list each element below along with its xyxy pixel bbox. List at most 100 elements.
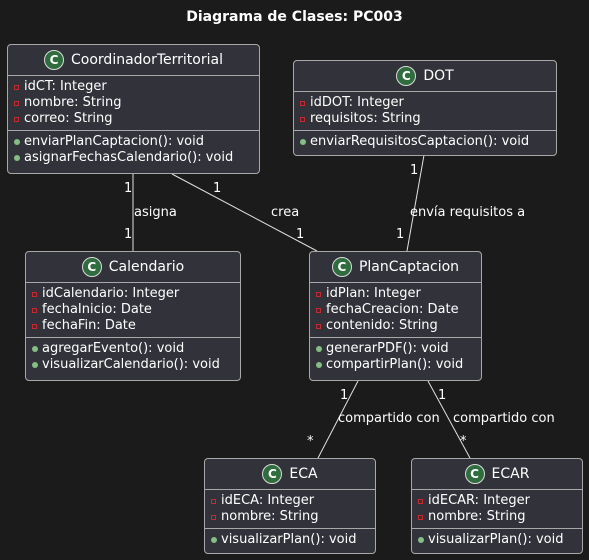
class-name: Calendario bbox=[108, 259, 185, 275]
public-visibility-icon bbox=[316, 346, 322, 352]
public-visibility-icon bbox=[32, 362, 38, 368]
private-visibility-icon bbox=[14, 84, 19, 90]
assoc-line-crea bbox=[171, 173, 318, 252]
public-visibility-icon bbox=[316, 362, 322, 368]
attribute: idECA: Integer bbox=[211, 493, 375, 509]
class-stereotype-icon: C bbox=[464, 464, 485, 484]
private-visibility-icon bbox=[32, 291, 37, 297]
class-stereotype-icon: C bbox=[262, 464, 283, 484]
class-header: C ECAR bbox=[412, 459, 582, 490]
private-visibility-icon bbox=[211, 498, 216, 504]
attribute: idDOT: Integer bbox=[300, 95, 556, 111]
assoc-label-asigna: asigna bbox=[134, 205, 177, 220]
methods-section: generarPDF(): void compartirPlan(): void bbox=[310, 338, 481, 376]
class-coordinador-territorial[interactable]: C CoordinadorTerritorial idCT: Integer n… bbox=[7, 44, 260, 174]
private-visibility-icon bbox=[14, 100, 19, 106]
class-name: PlanCaptacion bbox=[358, 259, 460, 275]
private-visibility-icon bbox=[32, 307, 37, 313]
class-stereotype-icon: C bbox=[396, 66, 417, 86]
attribute: idCalendario: Integer bbox=[32, 286, 240, 302]
class-stereotype-icon: C bbox=[331, 257, 352, 277]
mult-crea-source: 1 bbox=[213, 181, 222, 196]
attribute: nombre: String bbox=[14, 95, 259, 111]
mult-comp-eca-target: * bbox=[307, 434, 314, 449]
private-visibility-icon bbox=[32, 323, 37, 329]
class-stereotype-icon: C bbox=[44, 50, 65, 70]
methods-section: enviarRequisitosCaptacion(): void bbox=[294, 131, 556, 153]
private-visibility-icon bbox=[316, 291, 321, 297]
class-dot[interactable]: C DOT idDOT: Integer requisitos: String … bbox=[293, 60, 557, 156]
class-name: ECAR bbox=[491, 466, 530, 482]
private-visibility-icon bbox=[300, 100, 305, 106]
mult-asigna-target: 1 bbox=[124, 227, 133, 242]
mult-crea-target: 1 bbox=[296, 227, 305, 242]
public-visibility-icon bbox=[14, 155, 20, 161]
class-header: C ECA bbox=[205, 459, 375, 490]
class-ecar[interactable]: C ECAR idECAR: Integer nombre: String vi… bbox=[411, 458, 583, 554]
methods-section: enviarPlanCaptacion(): void asignarFecha… bbox=[8, 131, 259, 169]
mult-comp-ecar-target: * bbox=[460, 434, 467, 449]
mult-envia-target: 1 bbox=[396, 227, 405, 242]
assoc-label-envia: envía requisitos a bbox=[410, 205, 526, 220]
private-visibility-icon bbox=[418, 498, 423, 504]
mult-comp-ecar-source: 1 bbox=[438, 388, 447, 403]
private-visibility-icon bbox=[14, 116, 19, 122]
methods-section: visualizarPlan(): void bbox=[205, 529, 375, 551]
attribute: fechaFin: Date bbox=[32, 318, 240, 334]
class-name: ECA bbox=[289, 466, 318, 482]
private-visibility-icon bbox=[300, 116, 305, 122]
diagram-title: Diagrama de Clases: PC003 bbox=[186, 9, 403, 25]
class-plan-captacion[interactable]: C PlanCaptacion idPlan: Integer fechaCre… bbox=[309, 251, 482, 381]
attributes-section: idECA: Integer nombre: String bbox=[205, 490, 375, 529]
attribute: fechaCreacion: Date bbox=[316, 302, 481, 318]
method: asignarFechasCalendario(): void bbox=[14, 150, 259, 166]
class-calendario[interactable]: C Calendario idCalendario: Integer fecha… bbox=[25, 251, 241, 381]
public-visibility-icon bbox=[14, 139, 20, 145]
private-visibility-icon bbox=[316, 323, 321, 329]
attribute: nombre: String bbox=[211, 509, 375, 525]
attribute: correo: String bbox=[14, 111, 259, 127]
assoc-label-comp-ecar: compartido con bbox=[453, 411, 555, 426]
public-visibility-icon bbox=[418, 537, 424, 543]
attribute: requisitos: String bbox=[300, 111, 556, 127]
attribute: fechaInicio: Date bbox=[32, 302, 240, 318]
methods-section: visualizarPlan(): void bbox=[412, 529, 582, 551]
class-name: DOT bbox=[423, 68, 454, 84]
attribute: idPlan: Integer bbox=[316, 286, 481, 302]
mult-comp-eca-source: 1 bbox=[340, 388, 349, 403]
assoc-label-comp-eca: compartido con bbox=[338, 411, 440, 426]
mult-asigna-source: 1 bbox=[124, 181, 133, 196]
attribute: idCT: Integer bbox=[14, 79, 259, 95]
method: agregarEvento(): void bbox=[32, 341, 240, 357]
method: enviarPlanCaptacion(): void bbox=[14, 134, 259, 150]
class-eca[interactable]: C ECA idECA: Integer nombre: String visu… bbox=[204, 458, 376, 554]
public-visibility-icon bbox=[32, 346, 38, 352]
class-header: C CoordinadorTerritorial bbox=[8, 45, 259, 76]
method: visualizarPlan(): void bbox=[211, 532, 375, 548]
attribute: idECAR: Integer bbox=[418, 493, 582, 509]
attributes-section: idPlan: Integer fechaCreacion: Date cont… bbox=[310, 283, 481, 338]
assoc-label-crea: crea bbox=[271, 205, 300, 220]
method: visualizarCalendario(): void bbox=[32, 357, 240, 373]
class-stereotype-icon: C bbox=[81, 257, 102, 277]
method: compartirPlan(): void bbox=[316, 357, 481, 373]
attribute: contenido: String bbox=[316, 318, 481, 334]
attribute: nombre: String bbox=[418, 509, 582, 525]
private-visibility-icon bbox=[211, 514, 216, 520]
assoc-line-comp-ecar bbox=[427, 380, 471, 459]
class-name: CoordinadorTerritorial bbox=[71, 52, 223, 68]
method: enviarRequisitosCaptacion(): void bbox=[300, 134, 556, 150]
attributes-section: idECAR: Integer nombre: String bbox=[412, 490, 582, 529]
assoc-line-envia bbox=[406, 154, 425, 252]
assoc-line-comp-eca bbox=[317, 380, 359, 459]
class-header: C Calendario bbox=[26, 252, 240, 283]
attributes-section: idCT: Integer nombre: String correo: Str… bbox=[8, 76, 259, 131]
attributes-section: idDOT: Integer requisitos: String bbox=[294, 92, 556, 131]
attributes-section: idCalendario: Integer fechaInicio: Date … bbox=[26, 283, 240, 338]
class-header: C PlanCaptacion bbox=[310, 252, 481, 283]
private-visibility-icon bbox=[316, 307, 321, 313]
methods-section: agregarEvento(): void visualizarCalendar… bbox=[26, 338, 240, 376]
private-visibility-icon bbox=[418, 514, 423, 520]
